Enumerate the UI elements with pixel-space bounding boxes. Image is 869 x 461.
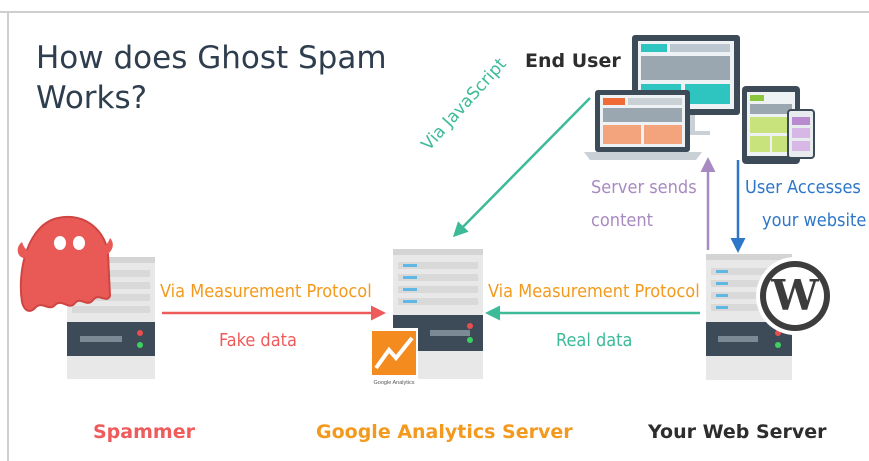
user-accesses-label: User Accesses bbox=[745, 177, 861, 198]
your-website-label: your website bbox=[762, 210, 867, 231]
server-protocol-label: Via Measurement Protocol bbox=[488, 281, 700, 302]
arrow-via-javascript bbox=[452, 97, 591, 238]
title-line-1: How does Ghost Spam bbox=[36, 40, 387, 76]
web-server-label: Your Web Server bbox=[648, 421, 827, 443]
spammer-label: Spammer bbox=[93, 421, 195, 443]
frame-border-top bbox=[0, 11, 869, 13]
ghost-icon bbox=[17, 215, 113, 312]
page-title: How does Ghost Spam Works? bbox=[36, 38, 456, 118]
server-sends-content-label: content bbox=[591, 210, 653, 231]
end-user-devices-icon bbox=[584, 35, 815, 164]
ga-logo-caption: Google Analytics bbox=[374, 380, 415, 386]
spammer-protocol-label: Via Measurement Protocol bbox=[160, 281, 372, 302]
real-data-label: Real data bbox=[556, 330, 633, 351]
ga-server-icon bbox=[393, 249, 483, 379]
google-analytics-logo-icon: Google Analytics bbox=[368, 328, 418, 386]
frame-border-left bbox=[7, 11, 9, 461]
title-line-2: Works? bbox=[36, 80, 148, 116]
server-sends-label: Server sends bbox=[591, 177, 697, 198]
fake-data-label: Fake data bbox=[219, 330, 297, 351]
wordpress-logo-icon: W bbox=[756, 257, 834, 335]
svg-text:W: W bbox=[770, 271, 819, 320]
ga-server-label: Google Analytics Server bbox=[316, 421, 573, 443]
end-user-label: End User bbox=[525, 50, 621, 72]
